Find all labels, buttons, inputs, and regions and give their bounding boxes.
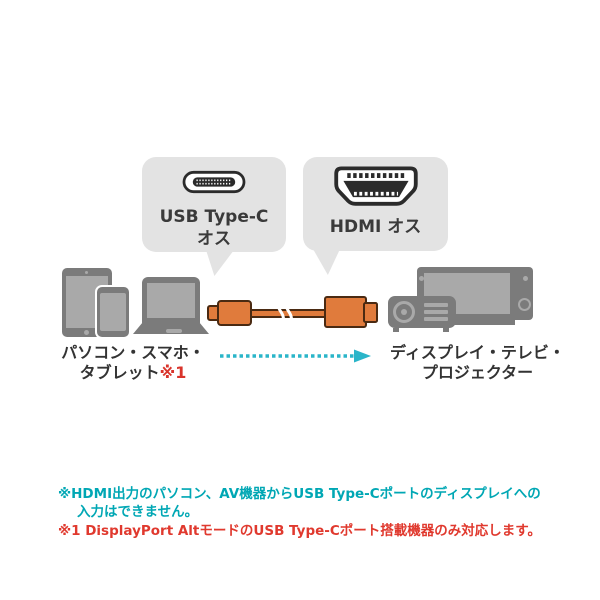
laptop-touchpad <box>166 329 182 333</box>
projector-lens <box>393 301 415 323</box>
tablet-camera-dot <box>85 271 88 274</box>
source-devices-label: パソコン・スマホ・ タブレット※1 <box>38 343 228 383</box>
hdmi-callout-tail <box>313 249 340 275</box>
cable-break-mark <box>277 297 285 329</box>
hdmi-callout-label: HDMI オス <box>329 217 422 237</box>
projector-vent <box>424 310 448 314</box>
usb-callout-label-line1: USB Type-C <box>159 207 269 227</box>
projector-lens-core <box>401 309 407 315</box>
signal-direction-arrow <box>220 349 371 363</box>
projector-foot <box>393 328 399 332</box>
source-devices-label-line2: タブレット※1 <box>79 363 187 382</box>
usb-c-connector-icon <box>182 170 246 194</box>
tablet-home-button <box>84 330 89 335</box>
tv-stand <box>437 320 515 325</box>
hdmi-callout: HDMI オス <box>303 157 448 275</box>
footnote-ref-1: ※1 <box>159 363 187 382</box>
note-hdmi-output-line2: 入力はできません。 <box>77 504 199 520</box>
usb-callout-label-line2: オス <box>197 229 231 249</box>
cable-break-mark <box>285 297 293 329</box>
target-devices-label-line2: プロジェクター <box>421 363 534 382</box>
usb-c-to-hdmi-cable-illustration <box>207 296 378 329</box>
hdmi-plug-tip <box>363 302 378 323</box>
hdmi-connector-icon <box>333 166 418 206</box>
hdmi-plug-body <box>324 296 367 328</box>
projector-vent <box>424 303 448 307</box>
source-devices-label-line1: パソコン・スマホ・ <box>61 343 205 362</box>
projector-illustration <box>388 296 456 328</box>
note-hdmi-output-line1: ※HDMI出力のパソコン、AV機器からUSB Type-Cポートのディスプレイへ… <box>58 486 541 502</box>
tv-bezel-dot <box>523 276 528 281</box>
smartphone-screen <box>100 293 126 331</box>
target-devices-label-line1: ディスプレイ・テレビ・ <box>390 343 565 362</box>
footnotes: ※HDMI出力のパソコン、AV機器からUSB Type-Cポートのディスプレイへ… <box>58 485 558 540</box>
laptop-keyboard-deck <box>133 323 209 334</box>
usb-c-plug-body <box>217 300 252 326</box>
target-devices-label: ディスプレイ・テレビ・ プロジェクター <box>385 343 570 383</box>
note-displayport-alt-mode: ※1 DisplayPort AltモードのUSB Type-Cポート搭載機器の… <box>58 523 541 539</box>
projector-foot <box>443 328 449 332</box>
tv-bezel-ring <box>518 298 531 311</box>
usb-type-c-callout: USB Type-C オス <box>142 157 286 276</box>
usb-callout-tail <box>206 250 234 276</box>
projector-vent <box>424 317 448 321</box>
tv-bezel-dot <box>419 276 424 281</box>
laptop-screen <box>147 283 195 318</box>
